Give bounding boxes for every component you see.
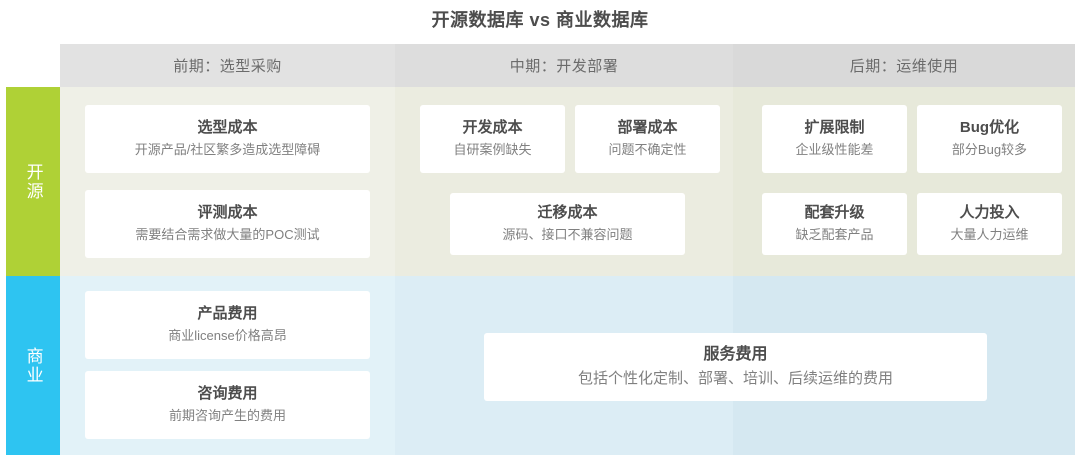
card-title: 开发成本 — [462, 119, 523, 137]
card-desc: 大量人力运维 — [950, 226, 1029, 242]
card-title: 选型成本 — [197, 119, 258, 137]
card-open-p1-evaluation-cost[interactable]: 评测成本 需要结合需求做大量的POC测试 — [85, 190, 370, 258]
card-desc: 包括个性化定制、部署、培训、后续运维的费用 — [577, 369, 893, 387]
card-open-p2-migration-cost[interactable]: 迁移成本 源码、接口不兼容问题 — [450, 193, 685, 255]
card-open-p3-ecosystem-upgrade[interactable]: 配套升级 缺乏配套产品 — [762, 193, 907, 255]
category-label-open-source: 开源 — [6, 87, 60, 276]
card-open-p2-deployment-cost[interactable]: 部署成本 问题不确定性 — [575, 105, 720, 173]
card-open-p3-bug-optimization[interactable]: Bug优化 部分Bug较多 — [917, 105, 1062, 173]
card-title: 服务费用 — [703, 346, 768, 364]
phase-header-mid: 中期：开发部署 — [395, 44, 733, 87]
phase-header-band: 前期：选型采购 中期：开发部署 后期：运维使用 — [60, 44, 1075, 87]
card-desc: 部分Bug较多 — [951, 141, 1028, 157]
card-title: 扩展限制 — [804, 119, 865, 137]
phase-header-early: 前期：选型采购 — [60, 44, 395, 87]
card-desc: 自研案例缺失 — [453, 141, 532, 157]
card-commercial-p1-consulting-fee[interactable]: 咨询费用 前期咨询产生的费用 — [85, 371, 370, 439]
card-desc: 前期咨询产生的费用 — [168, 407, 286, 423]
card-title: 评测成本 — [197, 204, 258, 222]
card-desc: 企业级性能差 — [795, 141, 874, 157]
card-title: 咨询费用 — [197, 385, 258, 403]
card-commercial-p1-product-fee[interactable]: 产品费用 商业license价格高昂 — [85, 291, 370, 359]
card-title: 部署成本 — [617, 119, 678, 137]
card-title: 产品费用 — [197, 305, 258, 323]
card-title: 配套升级 — [804, 204, 865, 222]
card-title: 人力投入 — [959, 204, 1020, 222]
card-open-p2-development-cost[interactable]: 开发成本 自研案例缺失 — [420, 105, 565, 173]
category-label-commercial: 商业 — [6, 276, 60, 455]
card-desc: 需要结合需求做大量的POC测试 — [135, 226, 320, 242]
card-desc: 缺乏配套产品 — [795, 226, 874, 242]
page-title: 开源数据库 vs 商业数据库 — [431, 10, 649, 30]
card-desc: 开源产品/社区繁多造成选型障碍 — [134, 141, 321, 157]
card-desc: 商业license价格高昂 — [168, 327, 287, 343]
card-title: Bug优化 — [959, 119, 1020, 137]
phase-header-late: 后期：运维使用 — [733, 44, 1075, 87]
card-desc: 问题不确定性 — [608, 141, 687, 157]
card-desc: 源码、接口不兼容问题 — [502, 226, 633, 242]
card-title: 迁移成本 — [537, 204, 598, 222]
card-open-p3-manpower-investment[interactable]: 人力投入 大量人力运维 — [917, 193, 1062, 255]
card-open-p3-scaling-limits[interactable]: 扩展限制 企业级性能差 — [762, 105, 907, 173]
card-commercial-service-fee[interactable]: 服务费用 包括个性化定制、部署、培训、后续运维的费用 — [484, 333, 987, 401]
card-open-p1-selection-cost[interactable]: 选型成本 开源产品/社区繁多造成选型障碍 — [85, 105, 370, 173]
